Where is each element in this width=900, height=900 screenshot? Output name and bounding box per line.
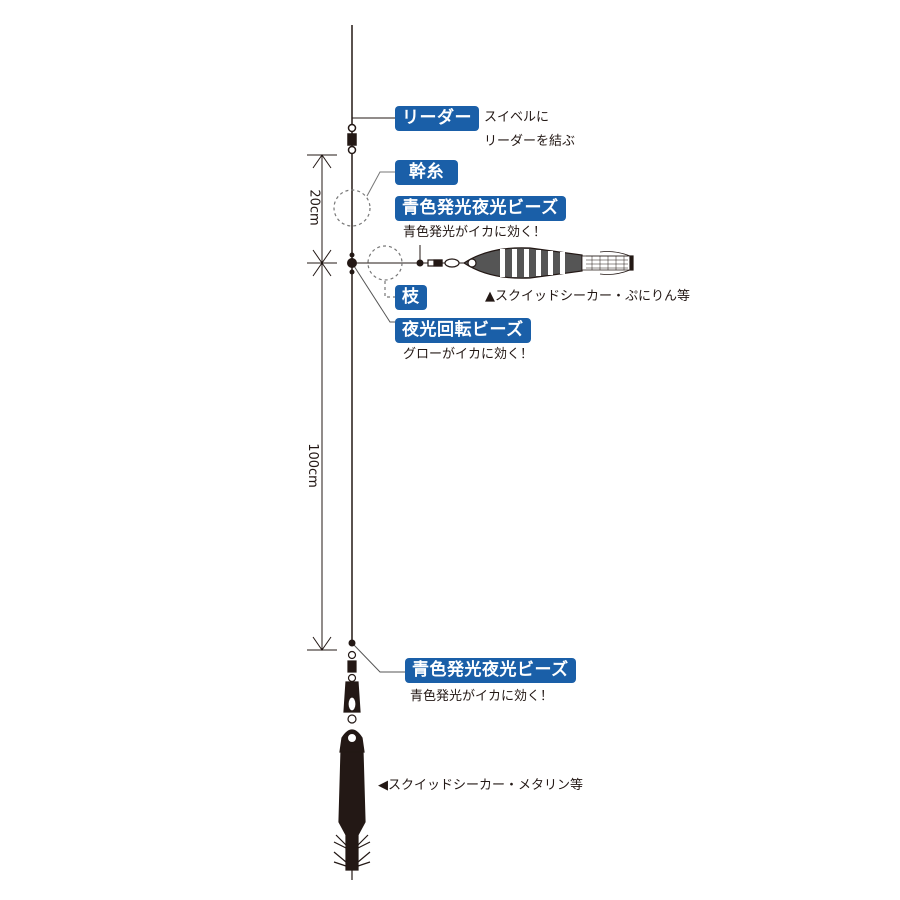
bead-top-tag: 青色発光夜光ビーズ — [395, 196, 566, 221]
rotating-bead-tag: 夜光回転ビーズ — [395, 318, 531, 343]
mainline-tag: 幹糸 — [395, 160, 458, 185]
branch-dashed-circle — [367, 245, 403, 281]
rotating-bead-pointer — [353, 265, 396, 323]
bottom-bead-pointer — [352, 643, 406, 673]
bottom-lure — [333, 650, 371, 880]
junction-bead — [347, 258, 357, 268]
branch-tag: 枝 — [395, 285, 427, 310]
mainline-dashed-circle — [333, 189, 371, 227]
bead-bottom-tag: 青色発光夜光ビーズ — [405, 658, 576, 683]
dimension-lines — [307, 154, 337, 651]
leader-note-1: スイベルに — [484, 110, 550, 125]
mainline-pointer — [366, 171, 395, 197]
bead-top-note: 青色発光がイカに効く！ — [403, 225, 547, 240]
branch-lure-label: ▲スクイッドシーカー・ぷにりん等 — [485, 289, 690, 304]
rotating-bead-note: グローがイカに効く！ — [403, 347, 534, 362]
leader-tag: リーダー — [395, 106, 479, 131]
branch-bead — [416, 259, 424, 267]
top-swivel — [347, 123, 357, 155]
bead-bottom-note: 青色発光がイカに効く！ — [410, 689, 554, 704]
branch-lure — [427, 247, 634, 279]
leader-note-2: リーダーを結ぶ — [484, 134, 576, 149]
branch-pointer — [384, 281, 395, 298]
dimension-20cm: 20cm — [306, 189, 322, 226]
bottom-lure-label: ◀スクイッドシーカー・メタリン等 — [378, 778, 583, 793]
dimension-100cm: 100cm — [304, 443, 320, 488]
bottom-bead — [348, 639, 356, 647]
